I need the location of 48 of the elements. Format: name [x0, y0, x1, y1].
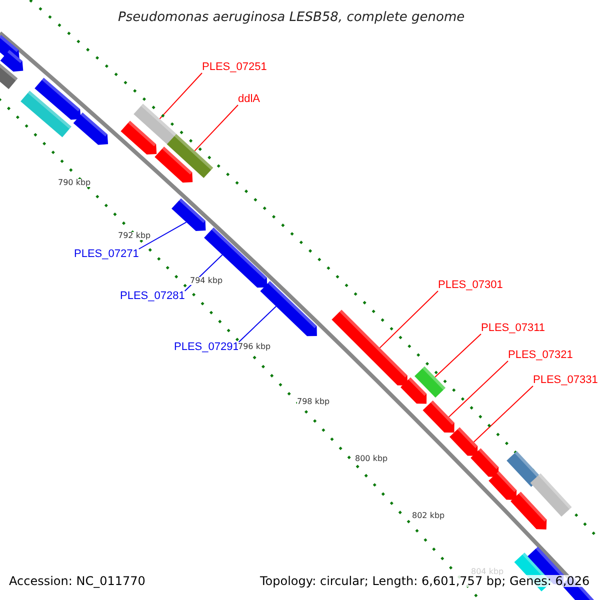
gene-label: PLES_07251 [202, 62, 267, 73]
gene-feature [0, 50, 24, 72]
gene-feature [120, 120, 157, 155]
gene-feature [73, 112, 108, 145]
gene-feature [470, 448, 499, 477]
gene-feature [166, 134, 214, 178]
gene-label: PLES_07311 [481, 323, 546, 334]
leader-line [138, 222, 187, 250]
gene-feature [154, 146, 193, 183]
leader-line [238, 306, 277, 342]
leader-line [473, 386, 534, 443]
gene-feature [260, 281, 317, 336]
scale-label: 790 kbp [58, 179, 91, 187]
gene-label: PLES_07331 [533, 375, 598, 386]
gene-feature [400, 377, 427, 404]
scale-label: 792 kbp [118, 232, 151, 240]
scale-label: 802 kbp [412, 512, 445, 520]
gene-label: ddlA [238, 94, 260, 105]
scale-label: 794 kbp [190, 277, 223, 285]
gene-feature [332, 310, 408, 386]
leader-line [434, 334, 482, 378]
gene-label: PLES_07301 [438, 280, 503, 291]
leader-line [448, 360, 508, 418]
gene-feature [204, 228, 268, 288]
leader-line [379, 290, 438, 348]
leader-line [194, 104, 238, 152]
scale-label: 798 kbp [297, 398, 330, 406]
scale-label: 796 kbp [238, 343, 271, 351]
leader-line [159, 72, 202, 120]
gene-label: PLES_07321 [508, 350, 573, 361]
gene-feature [506, 451, 542, 487]
gene-feature [414, 366, 446, 398]
genome-info: Accession: NC_011770 [9, 575, 146, 587]
gene-feature [510, 492, 547, 530]
gene-feature [488, 471, 517, 500]
gene-label: PLES_07291 [174, 342, 239, 353]
gene-feature [172, 198, 206, 231]
gene-feature [134, 104, 176, 144]
gene-feature [20, 90, 72, 138]
gene-label: PLES_07271 [74, 249, 139, 260]
scale-label: 800 kbp [355, 455, 388, 463]
gene-feature [34, 78, 81, 120]
gene-feature [0, 62, 18, 90]
map-title: Pseudomonas aeruginosa LESB58, complete genome [118, 11, 465, 24]
gene-feature [530, 473, 572, 517]
gene-feature [450, 427, 478, 456]
gene-feature [422, 400, 454, 433]
gene-label: PLES_07281 [120, 291, 185, 302]
